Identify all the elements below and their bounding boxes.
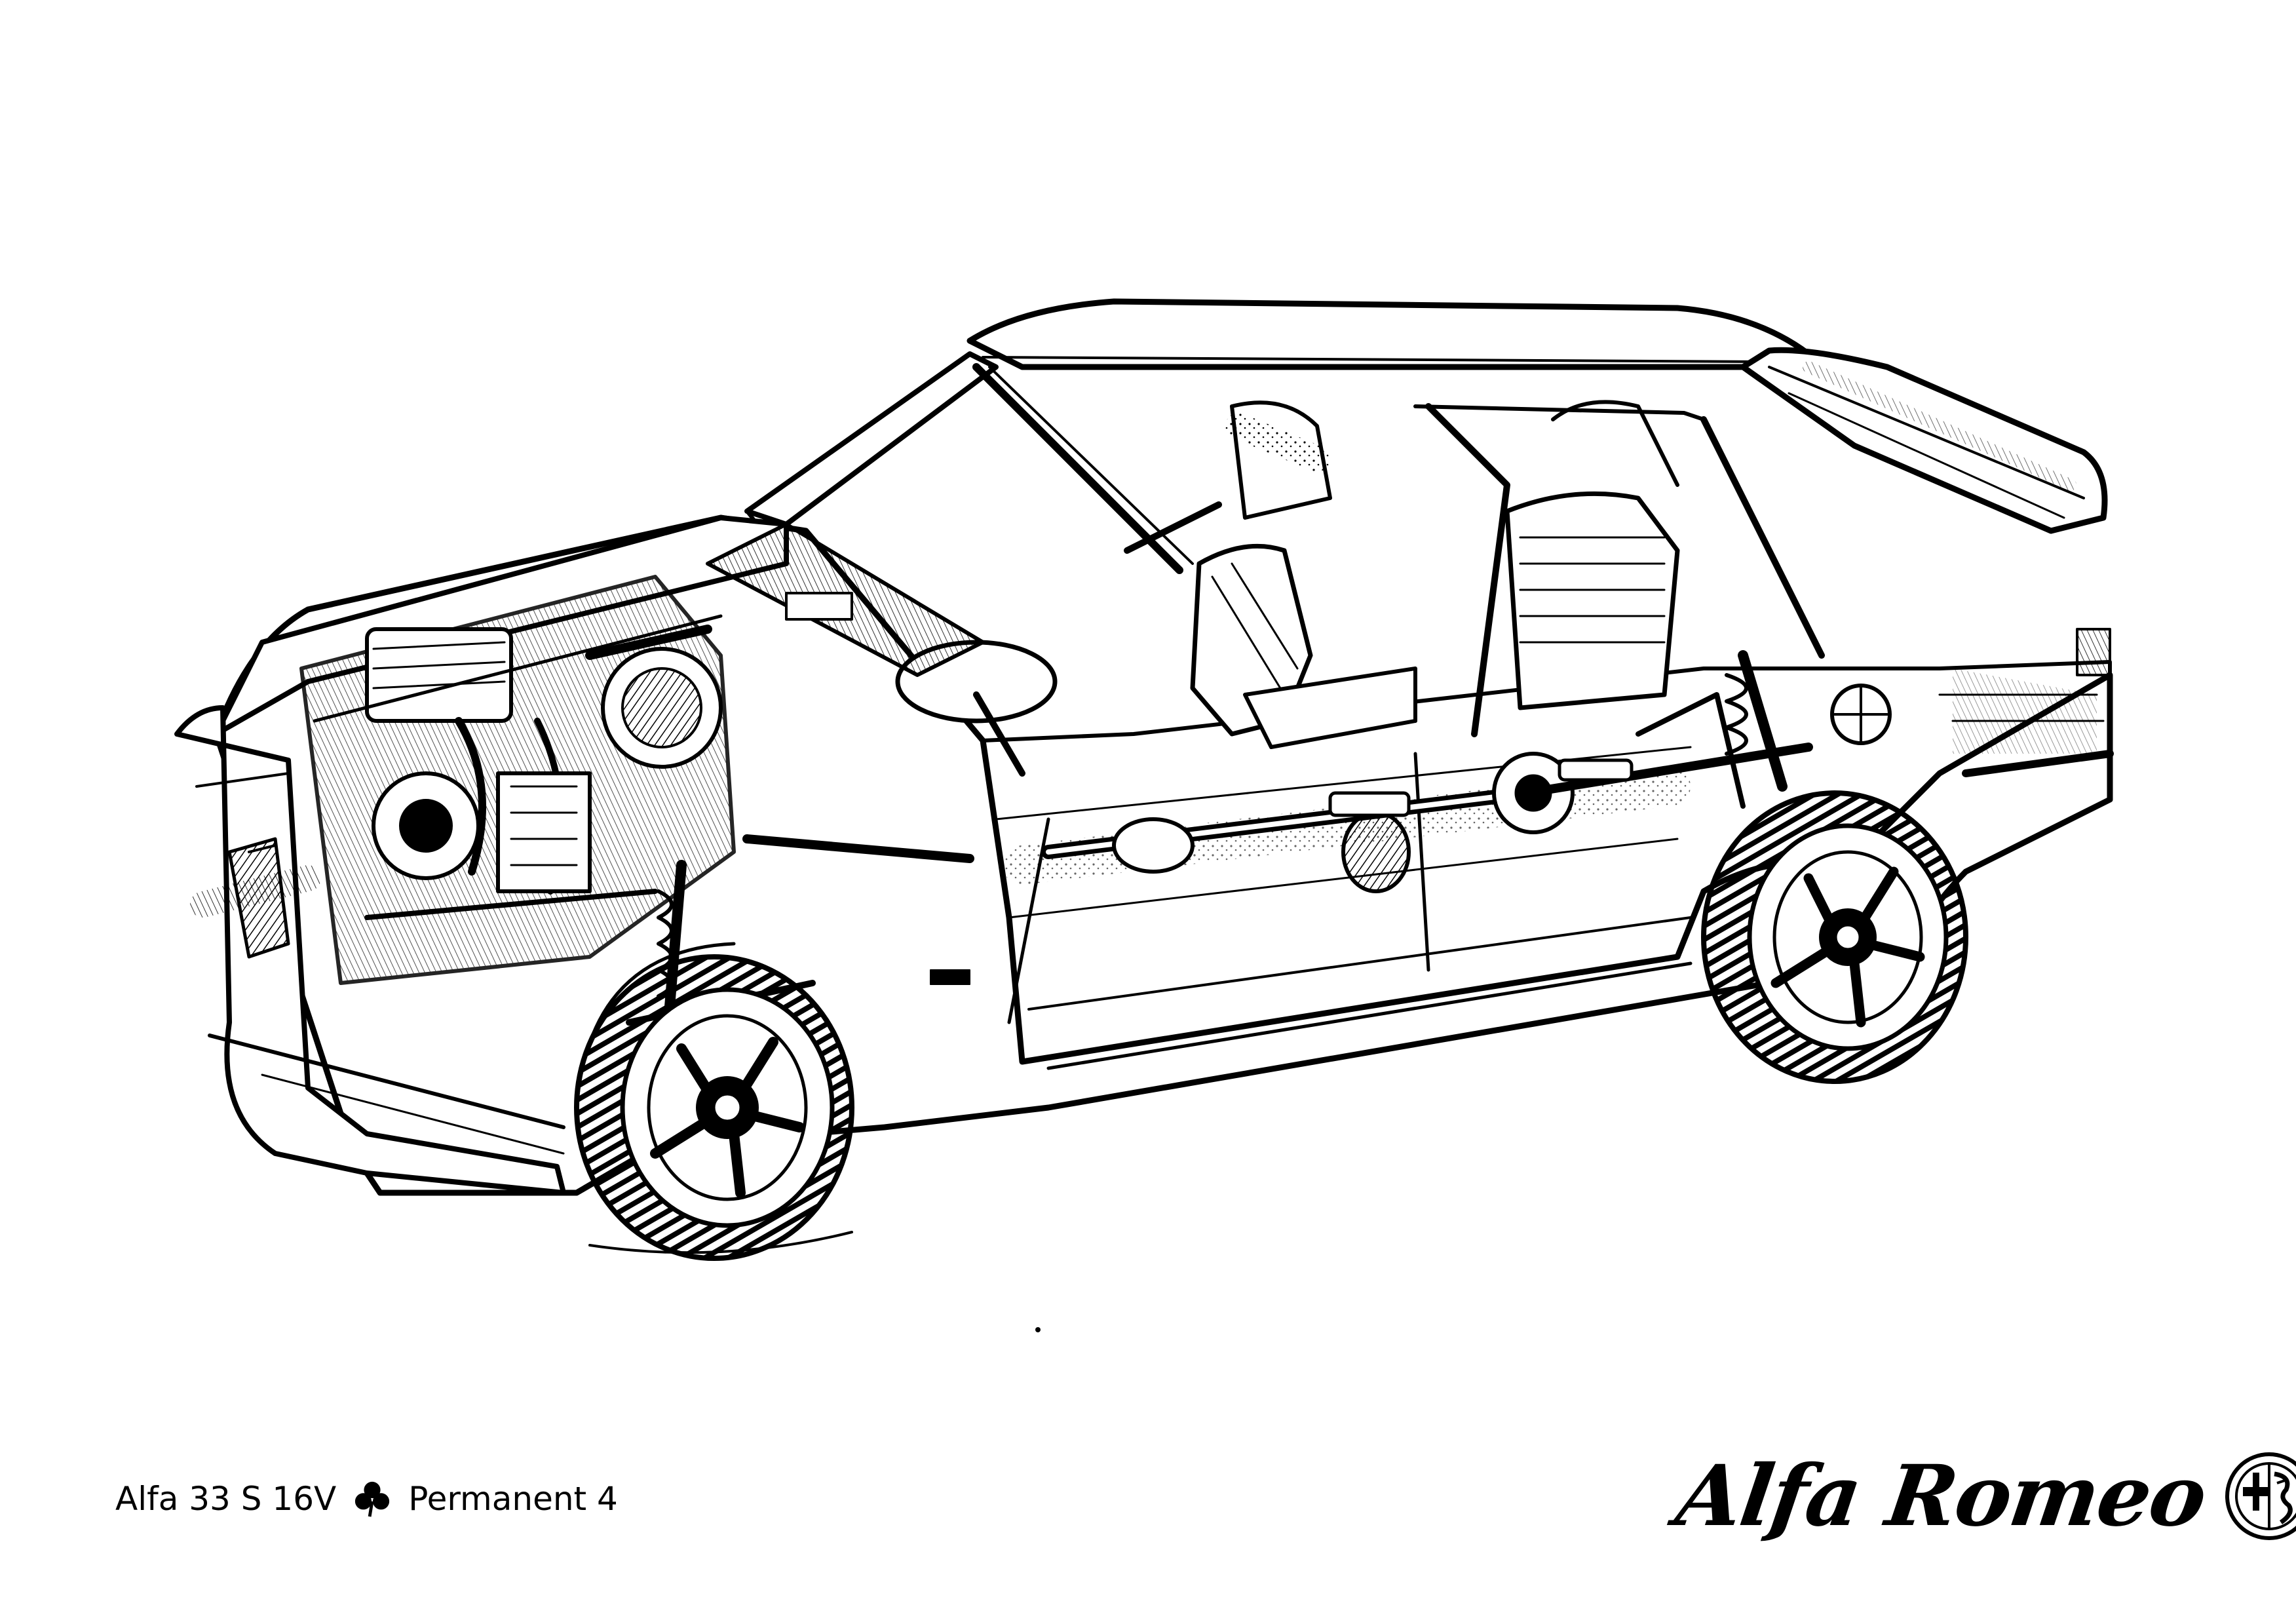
model-caption: Alfa 33 S 16V Permanent 4 (115, 1480, 618, 1518)
engine-block (299, 575, 736, 985)
rear-door-handle (1558, 758, 1634, 782)
front-door-handle (1328, 791, 1411, 817)
dashboard (706, 522, 985, 677)
door-pillars (1124, 403, 1825, 737)
alfa-romeo-badge-icon (2225, 1452, 2296, 1540)
rear-suspension (1725, 650, 1892, 792)
scan-speck (1035, 1327, 1041, 1332)
roof-panel (966, 298, 1812, 370)
rear-wheel (1701, 790, 1968, 1084)
brand-wordmark: Alfa Romeo (1670, 1447, 2212, 1545)
propshaft (1041, 692, 1813, 893)
front-seat (1190, 400, 1417, 749)
shadow-line (588, 1231, 853, 1254)
front-wheel (574, 942, 854, 1261)
cloverleaf-icon (355, 1481, 390, 1517)
rear-seat (1504, 400, 1680, 710)
side-indicator (930, 969, 970, 985)
brand-logo: Alfa Romeo (1670, 1447, 2296, 1545)
model-variant: Permanent 4 (408, 1480, 618, 1518)
model-name: Alfa 33 S 16V (115, 1480, 337, 1518)
rear-spoiler (1740, 347, 2108, 534)
